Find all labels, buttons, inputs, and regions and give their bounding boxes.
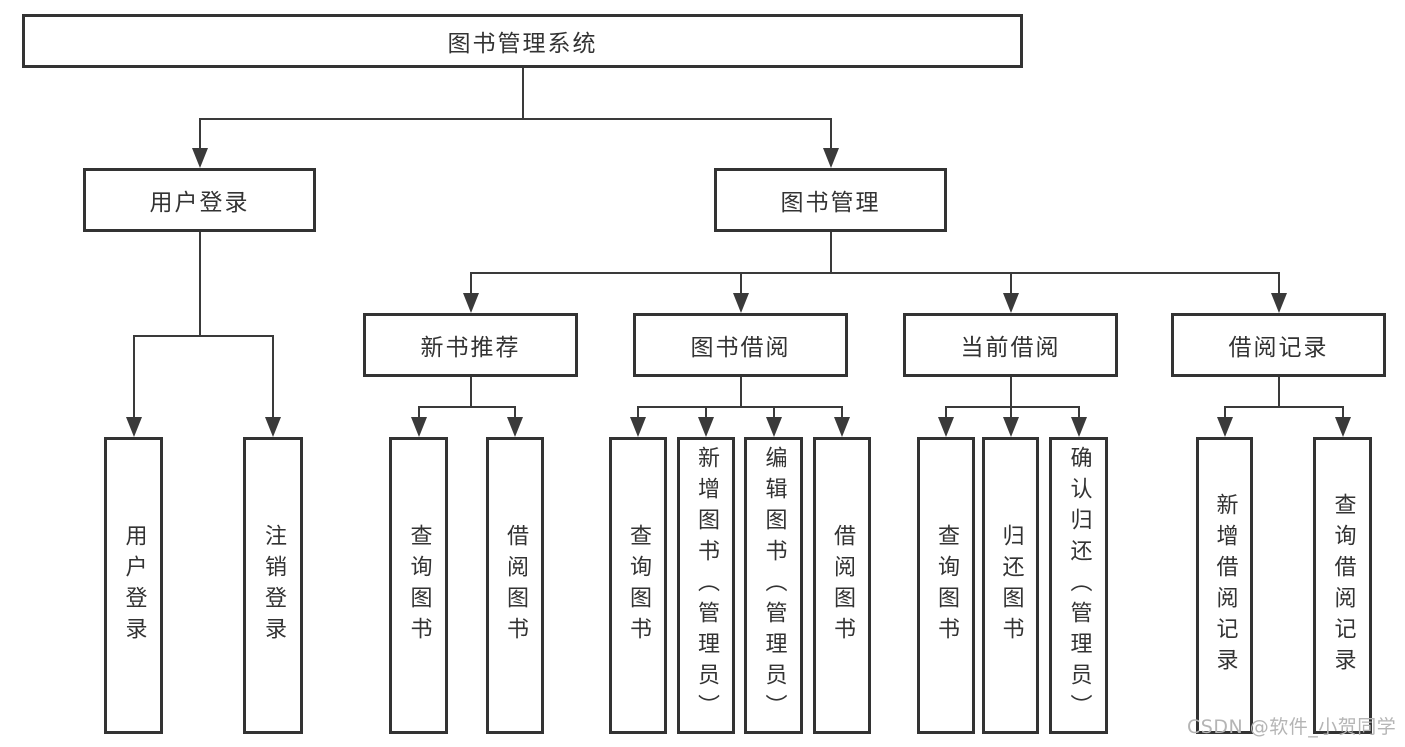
arrowhead-icon-leaf-cur-query [938, 417, 954, 437]
node-label-records: 借阅记录 [1228, 335, 1329, 361]
edge-drop-mgmt [829, 118, 832, 150]
node-leaf-rec-query: 查询借阅记录 [1313, 437, 1372, 734]
edge-stem-current [1009, 377, 1012, 408]
node-label-leaf-new-borrow: 借阅图书 [503, 523, 528, 648]
edge-drop-leaf-cur-return [1009, 406, 1012, 419]
arrowhead-icon-login [191, 148, 208, 168]
node-leaf-bor-edit: 编辑图书（管理员） [744, 437, 803, 734]
arrowhead-icon-leaf-new-borrow [507, 417, 523, 437]
edge-drop-borrowing [739, 272, 742, 295]
node-label-leaf-bor-add: 新增图书（管理员） [694, 446, 719, 725]
node-label-mgmt: 图书管理 [780, 190, 881, 216]
edge-bar-borrowing [637, 406, 843, 408]
arrowhead-icon-leaf-rec-query [1334, 417, 1351, 437]
node-label-leaf-cur-confirm: 确认归还（管理员） [1066, 446, 1092, 725]
node-label-current: 当前借阅 [960, 335, 1061, 361]
node-label-borrowing: 图书借阅 [690, 335, 791, 361]
edge-drop-current [1009, 272, 1012, 295]
edge-drop-leaf-cur-query [945, 406, 947, 419]
arrowhead-icon-current [1002, 293, 1019, 313]
node-leaf-logout: 注销登录 [243, 437, 303, 734]
edge-stem-records [1277, 377, 1280, 408]
node-label-leaf-rec-add: 新增借阅记录 [1212, 492, 1238, 679]
arrowhead-icon-borrowing [732, 293, 749, 313]
node-leaf-rec-add: 新增借阅记录 [1196, 437, 1253, 734]
node-label-leaf-bor-edit: 编辑图书（管理员） [761, 446, 787, 725]
edge-drop-login [198, 118, 201, 150]
edge-drop-leaf-new-borrow [514, 406, 516, 419]
node-root: 图书管理系统 [22, 14, 1023, 68]
edge-stem-mgmt [829, 232, 832, 274]
arrowhead-icon-leaf-bor-edit [765, 417, 782, 437]
arrowhead-icon-leaf-user-login [125, 417, 142, 437]
node-mgmt: 图书管理 [714, 168, 947, 232]
node-records: 借阅记录 [1171, 313, 1386, 377]
arrowhead-icon-leaf-bor-query [630, 417, 646, 437]
arrowhead-icon-leaf-cur-return [1002, 417, 1019, 437]
node-label-leaf-bor-query: 查询图书 [626, 523, 651, 648]
node-current: 当前借阅 [903, 313, 1118, 377]
arrowhead-icon-leaf-bor-add [698, 417, 714, 437]
arrowhead-icon-leaf-cur-confirm [1070, 417, 1087, 437]
edge-stem-login [198, 232, 201, 337]
edge-bar-records [1223, 406, 1344, 408]
node-label-leaf-logout: 注销登录 [261, 523, 286, 648]
arrowhead-icon-newbooks [462, 293, 479, 313]
node-label-leaf-new-query: 查询图书 [406, 523, 432, 648]
node-leaf-cur-return: 归还图书 [982, 437, 1039, 734]
node-login: 用户登录 [83, 168, 316, 232]
edge-drop-leaf-new-query [417, 406, 420, 419]
edge-stem-root [521, 68, 524, 120]
node-leaf-new-query: 查询图书 [389, 437, 448, 734]
edge-bar-mgmt [469, 272, 1280, 274]
edge-drop-leaf-logout [272, 335, 274, 419]
node-leaf-new-borrow: 借阅图书 [486, 437, 544, 734]
arrowhead-icon-leaf-bor-borrow [834, 417, 850, 437]
edge-drop-newbooks [469, 272, 472, 295]
node-leaf-user-login: 用户登录 [104, 437, 163, 734]
watermark: CSDN @软件_小贺同学 [1187, 716, 1397, 738]
node-label-leaf-bor-borrow: 借阅图书 [830, 523, 855, 648]
node-label-leaf-rec-query: 查询借阅记录 [1330, 492, 1356, 679]
arrowhead-icon-records [1270, 293, 1287, 313]
node-leaf-cur-confirm: 确认归还（管理员） [1049, 437, 1108, 734]
arrowhead-icon-leaf-logout [265, 417, 281, 437]
arrowhead-icon-mgmt [822, 148, 839, 168]
edge-drop-leaf-user-login [132, 335, 135, 419]
edge-drop-records [1277, 272, 1280, 295]
edge-bar-newbooks [417, 406, 516, 408]
edge-bar-root [198, 118, 832, 120]
edge-drop-leaf-bor-query [637, 406, 639, 419]
edge-stem-newbooks [469, 377, 472, 408]
node-leaf-bor-query: 查询图书 [609, 437, 667, 734]
edge-drop-leaf-cur-confirm [1077, 406, 1080, 419]
node-label-leaf-cur-return: 归还图书 [998, 523, 1024, 648]
edge-drop-leaf-rec-query [1341, 406, 1344, 419]
edge-bar-login [132, 335, 274, 337]
edge-drop-leaf-rec-add [1223, 406, 1226, 419]
edge-bar-current [945, 406, 1080, 408]
edge-drop-leaf-bor-borrow [841, 406, 843, 419]
node-label-leaf-cur-query: 查询图书 [934, 523, 959, 648]
edge-drop-leaf-bor-edit [772, 406, 775, 419]
node-leaf-bor-add: 新增图书（管理员） [677, 437, 735, 734]
node-label-root: 图书管理系统 [447, 31, 598, 57]
node-label-leaf-user-login: 用户登录 [121, 523, 147, 648]
node-leaf-bor-borrow: 借阅图书 [813, 437, 871, 734]
node-label-newbooks: 新书推荐 [420, 335, 521, 361]
node-newbooks: 新书推荐 [363, 313, 578, 377]
node-borrowing: 图书借阅 [633, 313, 848, 377]
arrowhead-icon-leaf-new-query [410, 417, 427, 437]
edge-drop-leaf-bor-add [705, 406, 707, 419]
edge-stem-borrowing [739, 377, 742, 408]
arrowhead-icon-leaf-rec-add [1216, 417, 1233, 437]
node-label-login: 用户登录 [149, 190, 250, 216]
node-leaf-cur-query: 查询图书 [917, 437, 975, 734]
